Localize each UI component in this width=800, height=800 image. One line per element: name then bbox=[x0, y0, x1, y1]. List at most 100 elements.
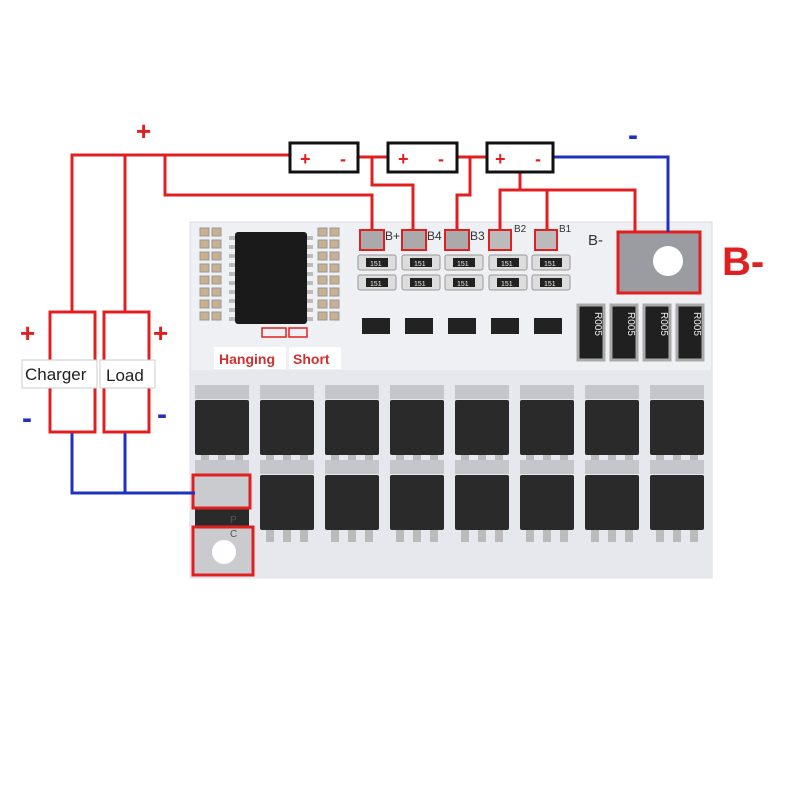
pad-b-plus bbox=[359, 229, 385, 251]
pack-plus-sign: + bbox=[136, 116, 151, 146]
smd-component bbox=[329, 239, 340, 249]
svg-text:R005: R005 bbox=[592, 312, 603, 336]
mosfet bbox=[585, 475, 639, 530]
mosfet bbox=[650, 475, 704, 530]
transistor bbox=[491, 318, 519, 334]
negative-wires bbox=[70, 155, 670, 495]
load-plus: + bbox=[153, 318, 168, 348]
smd-component bbox=[317, 239, 328, 249]
mosfet-tab bbox=[325, 460, 379, 474]
smd-component bbox=[211, 275, 222, 285]
hanging-jumper bbox=[261, 327, 287, 338]
pad-b3 bbox=[444, 229, 470, 251]
smd-component bbox=[317, 263, 328, 273]
smd-component bbox=[317, 251, 328, 261]
b-minus-callout: B- bbox=[722, 240, 764, 284]
battery-1: + - bbox=[288, 141, 360, 174]
mosfet-tab bbox=[260, 385, 314, 399]
pad-label-b2: B2 bbox=[514, 224, 527, 235]
charger-label-bg bbox=[21, 359, 98, 389]
mosfet bbox=[390, 475, 444, 530]
svg-text:+: + bbox=[495, 149, 506, 169]
smd-code: 151 bbox=[457, 261, 469, 268]
mosfet-tab bbox=[390, 460, 444, 474]
svg-text:+: + bbox=[300, 149, 311, 169]
smd-code: 151 bbox=[544, 281, 556, 288]
smd-component bbox=[199, 251, 210, 261]
smd-component bbox=[329, 263, 340, 273]
transistor-row bbox=[362, 318, 562, 334]
p-pad-label: P bbox=[230, 515, 237, 526]
load-label-bg bbox=[99, 359, 156, 389]
hanging-label-bg bbox=[214, 347, 286, 369]
smd-code: 151 bbox=[370, 281, 382, 288]
mosfet-tab bbox=[650, 460, 704, 474]
smd-component bbox=[211, 299, 222, 309]
mosfet bbox=[325, 475, 379, 530]
smd-component bbox=[199, 263, 210, 273]
ic-pins bbox=[229, 236, 313, 321]
battery-2: + - bbox=[386, 141, 459, 174]
smd-code: 151 bbox=[544, 261, 556, 268]
short-label: Short bbox=[293, 351, 330, 367]
shunt-resistor bbox=[675, 303, 705, 362]
smd-component bbox=[211, 311, 222, 321]
charger-minus: - bbox=[22, 402, 32, 435]
smd-code: 151 bbox=[501, 261, 513, 268]
smd-code: 151 bbox=[457, 281, 469, 288]
mosfet bbox=[650, 400, 704, 455]
pad-label-b-plus: B+ bbox=[385, 229, 400, 243]
smd-component bbox=[211, 287, 222, 297]
mosfet bbox=[520, 400, 574, 455]
shunt-resistor bbox=[609, 303, 639, 362]
mosfet bbox=[195, 400, 249, 455]
svg-text:-: - bbox=[535, 149, 541, 169]
mosfet bbox=[390, 400, 444, 455]
transistor bbox=[405, 318, 433, 334]
smd-component bbox=[211, 239, 222, 249]
pad-label-b4: B4 bbox=[427, 229, 442, 243]
smd-component bbox=[199, 275, 210, 285]
side-components bbox=[199, 227, 340, 321]
pad-label-b3: B3 bbox=[470, 229, 485, 243]
smd-component bbox=[329, 227, 340, 237]
load-minus: - bbox=[157, 398, 167, 431]
pad-label-b-minus: B- bbox=[588, 232, 603, 249]
smd-component bbox=[317, 227, 328, 237]
smd-component bbox=[199, 239, 210, 249]
svg-text:R005: R005 bbox=[658, 312, 669, 336]
mosfet bbox=[520, 475, 574, 530]
svg-text:-: - bbox=[340, 149, 346, 169]
mosfet-tab bbox=[455, 385, 509, 399]
mosfet-tab bbox=[325, 385, 379, 399]
smd-code: 151 bbox=[414, 281, 426, 288]
pad-b1 bbox=[534, 229, 558, 251]
smd-component bbox=[329, 299, 340, 309]
svg-text:-: - bbox=[438, 149, 444, 169]
mosfet bbox=[260, 400, 314, 455]
smd-component bbox=[317, 275, 328, 285]
smd-component bbox=[199, 227, 210, 237]
pack-minus-sign: - bbox=[628, 119, 638, 152]
battery-3: + - bbox=[485, 141, 555, 174]
mosfet-tab bbox=[195, 460, 249, 474]
smd-component bbox=[329, 251, 340, 261]
smd-code: 151 bbox=[370, 261, 382, 268]
smd-component bbox=[329, 311, 340, 321]
b-minus-hole bbox=[653, 246, 683, 276]
smd-component bbox=[329, 275, 340, 285]
c-pad-label: C bbox=[230, 529, 237, 540]
mosfet-tab bbox=[585, 460, 639, 474]
load-label: Load bbox=[106, 366, 144, 385]
svg-text:R005: R005 bbox=[625, 312, 636, 336]
mosfet bbox=[325, 400, 379, 455]
charger-plus: + bbox=[20, 318, 35, 348]
control-ic bbox=[235, 232, 307, 324]
hanging-label: Hanging bbox=[219, 351, 275, 367]
pad-b4 bbox=[401, 229, 427, 251]
mosfet bbox=[260, 475, 314, 530]
mosfet-tab bbox=[650, 385, 704, 399]
p-pad bbox=[191, 473, 252, 510]
mosfet-tab bbox=[390, 385, 444, 399]
